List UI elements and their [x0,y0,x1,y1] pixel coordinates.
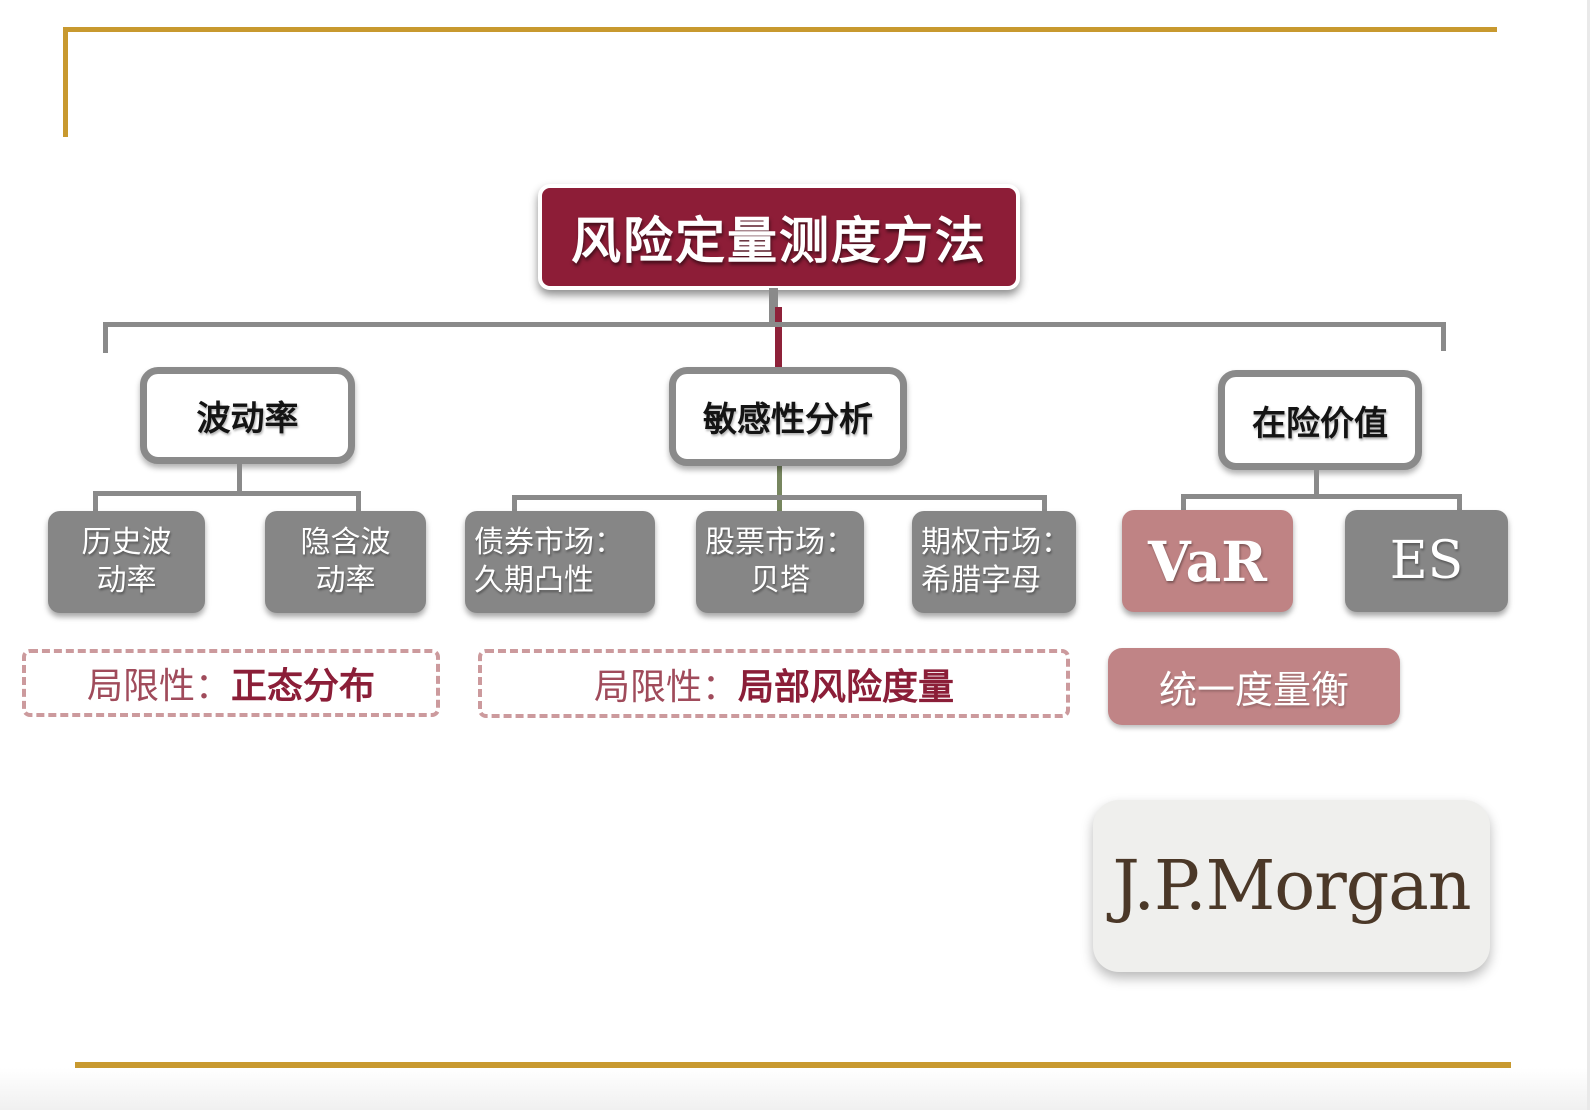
gold-top-border [63,27,1497,32]
badge-unified-measure: 统一度量衡 [1108,648,1400,725]
leaf-stock-line1: 股票市场： [705,524,855,560]
leaf-node-implied-volatility: 隐含波 动率 [265,511,426,613]
leaf-historical-line1: 历史波 [81,524,172,560]
badge-unified-measure-label: 统一度量衡 [1158,668,1349,712]
connector-sensitivity-left-drop [512,498,517,512]
note-box-sensitivity-limitation: 局限性：局部风险度量 [478,649,1070,718]
leaf-node-stock-market: 股票市场： 贝塔 [696,511,864,613]
leaf-node-es: ES [1345,510,1508,612]
leaf-bond-line1: 债券市场： [474,524,624,560]
connector-var-stub [1314,470,1319,496]
connector-volatility-left-drop [93,494,98,513]
leaf-option-line1: 期权市场： [921,524,1071,560]
gold-left-border [63,27,68,137]
leaf-node-option-market: 期权市场： 希腊字母 [912,511,1076,613]
jpmorgan-logo-text: J.P.Morgan [1112,846,1471,926]
connector-main-left-drop [103,325,108,353]
leaf-node-bond-market: 债券市场： 久期凸性 [465,511,655,613]
page-bottom-edge [0,1068,1590,1110]
connector-var-left-drop [1181,497,1186,511]
connector-sensitivity-horizontal [512,495,1047,500]
branch-node-value-at-risk: 在险价值 [1218,370,1422,470]
connector-sensitivity-right-drop [1042,498,1047,512]
connector-var-horizontal [1181,494,1462,499]
leaf-es-label: ES [1389,531,1464,591]
leaf-historical-line2: 动率 [96,563,157,598]
connector-root-red-line [775,307,782,368]
leaf-node-historical-volatility: 历史波 动率 [48,511,205,613]
root-node-label: 风险定量测度方法 [571,211,987,270]
connector-sensitivity-green-stub [777,466,782,512]
connector-main-right-drop [1441,325,1446,351]
branch-var-label: 在险价值 [1252,403,1388,444]
root-node: 风险定量测度方法 [538,184,1020,290]
note-sensitivity-emphasis: 局部风险度量 [738,665,955,708]
note-box-volatility-limitation: 局限性：正态分布 [22,649,440,717]
branch-node-volatility: 波动率 [140,367,355,464]
branch-sensitivity-label: 敏感性分析 [703,400,873,440]
note-volatility-prefix: 局限性： [86,666,231,707]
connector-volatility-horizontal [93,491,361,496]
note-volatility-emphasis: 正态分布 [231,665,376,707]
note-sensitivity-prefix: 局限性： [593,666,738,708]
leaf-implied-line1: 隐含波 [300,524,391,560]
connector-var-right-drop [1457,497,1462,511]
leaf-implied-line2: 动率 [315,563,376,598]
connector-volatility-stub [237,464,242,493]
connector-root-stub [769,288,778,324]
leaf-var-label: VaR [1148,528,1267,594]
branch-node-sensitivity: 敏感性分析 [669,367,907,466]
connector-main-horizontal [103,322,1446,327]
page-right-edge [1587,0,1590,1110]
jpmorgan-logo: J.P.Morgan [1093,800,1490,972]
branch-volatility-label: 波动率 [196,399,299,439]
leaf-option-line2: 希腊字母 [921,563,1041,598]
connector-volatility-right-drop [356,494,361,513]
leaf-bond-line2: 久期凸性 [474,563,594,598]
leaf-node-var: VaR [1122,510,1293,612]
leaf-stock-line2: 贝塔 [750,563,810,598]
gold-bottom-border [75,1062,1511,1068]
